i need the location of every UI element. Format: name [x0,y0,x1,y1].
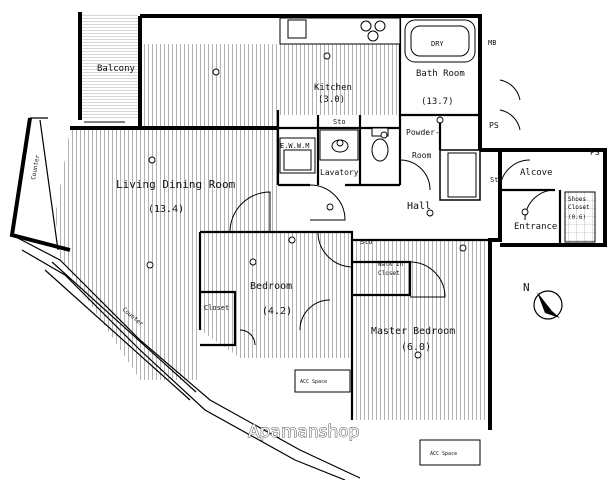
kitchen-floor-right [278,44,400,115]
bathtub-inner [410,25,470,57]
label-kitchen-size: (3.0) [318,95,345,105]
label-acc-2: ACC Space [430,451,457,457]
electric-symbols [146,52,529,359]
washing-machine-inner [283,149,312,171]
label-master: Master Bedroom [371,326,455,337]
label-ps-2: PS [590,148,600,157]
north-label: N [523,281,530,294]
label-kitchen: Kitchen [314,83,352,93]
stove-burner [360,20,372,32]
label-powder-2: Room [412,151,431,160]
shoe-closet [564,191,596,243]
label-counter-1: Counter [30,154,41,180]
outlet-symbol [436,116,444,124]
outlet-symbol [414,351,422,359]
sink [287,19,307,39]
label-living: Living Dining Room [116,178,236,191]
label-shoes: Shoes [568,196,586,203]
label-mb: MB [488,39,496,47]
label-sto-2: Sto [490,176,503,184]
kitchen-floor [140,44,278,128]
compass-circle [533,290,563,320]
label-alcove: Alcove [520,168,553,178]
outlet-symbol [148,156,156,164]
label-living-size: (13.4) [148,204,184,215]
label-shoes-size: (0.6) [568,214,586,221]
outlet-symbol [521,208,529,216]
outlet-symbol [426,209,434,217]
label-entrance: Entrance [514,222,557,232]
toilet-tank [371,127,389,137]
label-walkin: Walk In [378,261,404,268]
bedroom-floor [200,232,352,358]
label-lavatory: Lavatory [320,168,359,177]
ac-space-box [419,439,481,466]
label-hall: Hall [407,201,431,212]
label-bedroom-size: (4.2) [262,306,292,317]
outlet-symbol [288,236,296,244]
outlet-symbol [326,203,334,211]
label-master-size: (6.0) [401,342,431,353]
label-sto-3: Sto [360,238,373,246]
north-arrow-icon [537,292,552,313]
outlet-symbol [336,139,344,147]
balcony-floor [82,15,138,118]
label-acc-1: ACC Space [300,379,327,385]
label-powder: Powder- [406,128,440,137]
label-ps-1: PS [489,121,499,130]
exterior-band [11,117,361,480]
north-arrow: N [523,281,563,320]
walls [9,12,607,430]
outlet-symbol [212,68,220,76]
outlet-symbol [380,131,388,139]
outlet-symbol [459,244,467,252]
outlet-symbol [249,258,257,266]
outlet-symbol [146,261,154,269]
alcove-box [447,152,477,198]
label-dry: DRY [431,40,444,48]
label-walkin-2: Closet [378,270,400,277]
room-labels: Balcony Kitchen (3.0) Bath Room (13.7) D… [30,39,600,457]
label-shoes-2: Closet [568,204,590,211]
stove-burner [374,20,386,32]
master-floor [352,240,490,420]
stove-burner [367,30,379,42]
fixtures [279,17,596,466]
label-balcony: Balcony [97,64,136,74]
label-bath-size: (13.7) [421,97,454,107]
living-floor [55,128,278,380]
label-bath: Bath Room [416,69,465,79]
label-ewwm: E.W.W.M [280,142,310,150]
north-arrow-tail-icon [545,311,560,318]
floor-areas [55,15,490,420]
doors [84,79,556,346]
label-bedroom: Bedroom [250,281,292,292]
label-closet: Closet [204,304,229,312]
outlet-symbol [323,52,331,60]
label-sto-1: Sto [333,118,346,126]
watermark: Apamanshop [248,422,359,442]
toilet [371,138,389,162]
ac-space-box [294,369,351,393]
